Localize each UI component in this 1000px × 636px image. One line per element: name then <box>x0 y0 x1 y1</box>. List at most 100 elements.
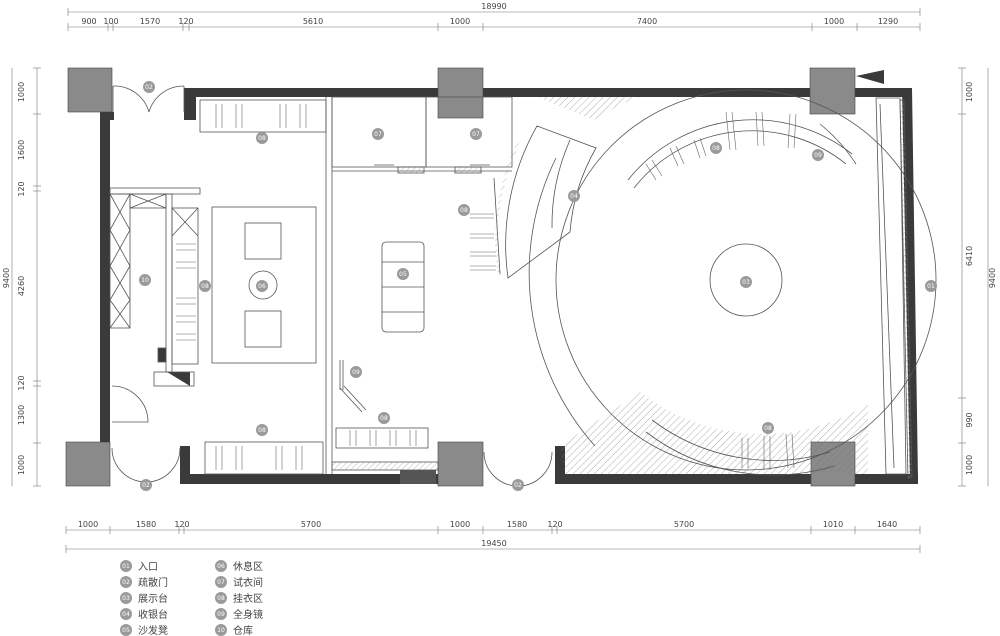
tag-10: 10 <box>139 274 151 286</box>
mirror-left <box>339 360 367 413</box>
bottom-dim: 1000 <box>450 520 470 529</box>
left-dim: 1300 <box>17 405 26 425</box>
bottom-dim: 1580 <box>136 520 156 529</box>
top-dim: 5610 <box>303 17 323 26</box>
tag-08: 08 <box>256 132 268 144</box>
svg-text:10: 10 <box>141 277 149 284</box>
tag-02: 02 <box>512 479 524 491</box>
svg-text:05: 05 <box>122 627 130 634</box>
right-dim: 1000 <box>965 82 974 102</box>
bottom-dimensions: 1000 1580 120 5700 1000 1580 120 5700 10… <box>65 520 921 553</box>
svg-text:08: 08 <box>258 135 266 142</box>
left-dim: 1000 <box>17 82 26 102</box>
storage-hangers <box>176 243 196 341</box>
legend-item: 03 展示台 <box>120 592 168 605</box>
top-dim: 1000 <box>824 17 844 26</box>
svg-text:08: 08 <box>217 595 225 602</box>
bottom-dim: 1000 <box>78 520 98 529</box>
svg-text:05: 05 <box>399 271 407 278</box>
svg-text:08: 08 <box>712 145 720 152</box>
svg-text:08: 08 <box>380 415 388 422</box>
hanging-rack-middle <box>335 427 429 449</box>
svg-text:01: 01 <box>927 283 935 290</box>
svg-text:01: 01 <box>122 563 130 570</box>
svg-text:02: 02 <box>142 482 150 489</box>
window-strip <box>875 97 913 479</box>
corner-wedge <box>856 70 884 84</box>
top-dim: 120 <box>178 17 193 26</box>
top-dimensions: 18990 900 100 1570 120 5610 1000 7400 10… <box>67 2 921 31</box>
arc-rack-bottom <box>645 419 835 476</box>
svg-text:10: 10 <box>217 627 225 634</box>
right-dim: 1000 <box>965 455 974 475</box>
arc-rack-top <box>627 111 857 189</box>
tag-08: 08 <box>458 204 470 216</box>
tag-09: 09 <box>350 366 362 378</box>
svg-text:07: 07 <box>472 131 480 138</box>
bottom-dim: 1640 <box>877 520 897 529</box>
svg-text:04: 04 <box>122 611 130 618</box>
top-dim: 1290 <box>878 17 898 26</box>
svg-text:03: 03 <box>742 279 750 286</box>
bottom-dim: 120 <box>547 520 562 529</box>
bottom-dim: 1010 <box>823 520 843 529</box>
tag-08: 08 <box>256 424 268 436</box>
top-dim: 1000 <box>450 17 470 26</box>
tag-02: 02 <box>143 81 155 93</box>
svg-text:试衣间: 试衣间 <box>233 576 263 589</box>
svg-text:疏散门: 疏散门 <box>138 576 168 589</box>
svg-text:08: 08 <box>258 427 266 434</box>
left-dim: 1000 <box>17 455 26 475</box>
left-dimensions: 9400 1000 1600 120 4260 120 1300 1000 <box>2 67 41 487</box>
sofa-stool <box>381 241 425 333</box>
top-dim: 7400 <box>637 17 657 26</box>
svg-text:07: 07 <box>217 579 225 586</box>
number-tags: 02 08 07 07 08 04 08 09 10 08 06 05 03 0… <box>139 81 937 491</box>
bottom-dim: 5700 <box>301 520 321 529</box>
svg-text:收银台: 收银台 <box>138 608 168 621</box>
legend-item: 04 收银台 <box>120 608 168 621</box>
tag-09: 09 <box>812 149 824 161</box>
lounge-area <box>211 206 317 364</box>
rack-hangers <box>215 104 307 470</box>
tag-08: 08 <box>710 142 722 154</box>
tag-08: 08 <box>762 422 774 434</box>
legend-item: 01 入口 <box>120 560 158 573</box>
right-dim: 990 <box>965 412 974 427</box>
svg-text:06: 06 <box>217 563 225 570</box>
top-dim: 100 <box>103 17 118 26</box>
legend-item: 08 挂衣区 <box>215 592 263 605</box>
tag-01: 01 <box>925 280 937 292</box>
bottom-dim: 120 <box>174 520 189 529</box>
svg-text:08: 08 <box>460 207 468 214</box>
svg-text:04: 04 <box>570 193 578 200</box>
svg-text:入口: 入口 <box>138 562 158 573</box>
svg-text:挂衣区: 挂衣区 <box>233 592 263 605</box>
svg-text:02: 02 <box>145 84 153 91</box>
walls <box>100 88 918 484</box>
tag-03: 03 <box>740 276 752 288</box>
display-zone <box>495 89 937 474</box>
tag-06: 06 <box>256 280 268 292</box>
svg-text:08: 08 <box>764 425 772 432</box>
left-dim: 120 <box>17 181 26 196</box>
bottom-dim: 5700 <box>674 520 694 529</box>
right-total-dim: 9400 <box>988 268 997 288</box>
hanging-rack-center <box>470 177 501 275</box>
storage-room <box>109 187 201 387</box>
svg-text:展示台: 展示台 <box>138 592 168 605</box>
top-dim: 900 <box>81 17 96 26</box>
svg-text:全身镜: 全身镜 <box>233 608 263 621</box>
partition <box>325 96 513 474</box>
tag-02: 02 <box>140 479 152 491</box>
left-dim: 4260 <box>17 276 26 296</box>
tag-05: 05 <box>397 268 409 280</box>
tag-04: 04 <box>568 190 580 202</box>
svg-text:03: 03 <box>122 595 130 602</box>
svg-text:09: 09 <box>814 152 822 159</box>
